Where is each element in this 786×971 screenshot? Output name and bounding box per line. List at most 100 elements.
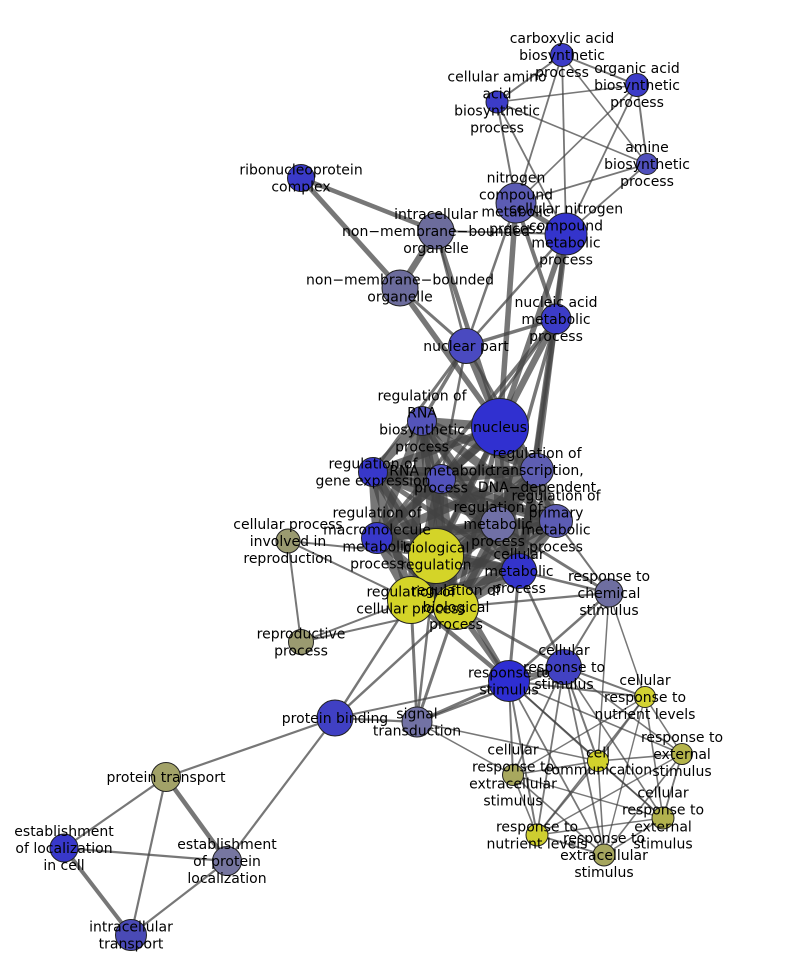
edge-protein-binding--regulation-of-biological-process[interactable]: [334, 606, 457, 719]
edge-signal-transduction--cellular-response-to-stimulus[interactable]: [416, 665, 565, 724]
edge-nitrogen-compound-metabolic-process--nucleus[interactable]: [497, 202, 519, 428]
node-response-to-stimulus[interactable]: [488, 660, 530, 702]
edge-cellular-response-to-stimulus--response-to-extracellular-stimulus[interactable]: [563, 666, 605, 856]
edge-cellular-metabolic-process--regulation-of-gene-expression[interactable]: [371, 470, 521, 573]
edge-cell-communication--response-to-extracellular-stimulus[interactable]: [597, 760, 605, 856]
node-ribonucleoprotein-complex[interactable]: [287, 164, 315, 192]
edge-ribonucleoprotein-complex--intracellular-non-membrane-bounded-organelle[interactable]: [300, 175, 437, 234]
edge-cell-communication--cellular-response-to-external-stimulus[interactable]: [597, 760, 664, 819]
edge-organic-acid-biosynthetic-process--nitrogen-compound-metabolic-process[interactable]: [515, 84, 638, 204]
node-cellular-amino-acid-biosynthetic-process[interactable]: [485, 90, 509, 114]
node-cellular-metabolic-process[interactable]: [501, 553, 537, 589]
edge-cellular-response-to-nutrient-levels--response-to-extracellular-stimulus[interactable]: [603, 696, 646, 856]
node-cellular-response-to-stimulus[interactable]: [546, 649, 582, 685]
node-nucleic-acid-metabolic-process[interactable]: [540, 303, 572, 335]
edge-cellular-response-to-nutrient-levels--cellular-response-to-external-stimulus[interactable]: [644, 696, 664, 819]
edge-response-to-chemical-stimulus--response-to-stimulus[interactable]: [508, 592, 610, 682]
node-cellular-process-involved-in-reproduction[interactable]: [275, 528, 301, 554]
edge-response-to-chemical-stimulus--regulation-of-metabolic-process[interactable]: [497, 522, 610, 595]
node-amine-biosynthetic-process[interactable]: [636, 153, 658, 175]
node-response-to-extracellular-stimulus[interactable]: [592, 843, 616, 867]
edge-establishment-of-localization-in-cell--intracellular-transport[interactable]: [62, 846, 133, 937]
node-intracellular-transport[interactable]: [115, 919, 147, 951]
edge-carboxylic-acid-biosynthetic-process--organic-acid-biosynthetic-process[interactable]: [561, 54, 638, 86]
edge-cellular-response-to-extracellular-stimulus--cellular-response-to-external-stimulus[interactable]: [512, 774, 664, 819]
edge-organic-acid-biosynthetic-process--cellular-amino-acid-biosynthetic-process[interactable]: [496, 84, 638, 103]
node-organic-acid-biosynthetic-process[interactable]: [625, 73, 649, 97]
edge-establishment-of-protein-localization--intracellular-transport[interactable]: [130, 860, 228, 936]
edge-amine-biosynthetic-process--nitrogen-compound-metabolic-process[interactable]: [515, 163, 648, 204]
edge-cellular-response-to-external-stimulus--response-to-nutrient-levels[interactable]: [536, 817, 664, 836]
edge-nucleic-acid-metabolic-process--regulation-of-transcription-dna-dependent[interactable]: [534, 318, 559, 471]
edge-cellular-nitrogen-compound-metabolic-process--nucleus[interactable]: [497, 233, 569, 428]
node-regulation-of-rna-biosynthetic-process[interactable]: [407, 406, 437, 436]
edge-response-to-chemical-stimulus--cell-communication[interactable]: [597, 592, 610, 762]
node-regulation-of-transcription-dna-dependent[interactable]: [520, 453, 554, 487]
edge-cellular-response-to-stimulus--response-to-nutrient-levels[interactable]: [536, 666, 565, 836]
node-regulation-of-macromolecule-metabolic-process[interactable]: [361, 522, 393, 554]
node-nitrogen-compound-metabolic-process[interactable]: [495, 182, 537, 224]
edge-cellular-amino-acid-biosynthetic-process--amine-biosynthetic-process[interactable]: [496, 101, 648, 165]
edge-carboxylic-acid-biosynthetic-process--nitrogen-compound-metabolic-process[interactable]: [515, 54, 563, 204]
edge-cellular-response-to-stimulus--cellular-response-to-external-stimulus[interactable]: [563, 666, 664, 819]
edge-cellular-response-to-external-stimulus--response-to-extracellular-stimulus[interactable]: [603, 817, 664, 856]
edge-ribonucleoprotein-complex--non-membrane-bounded-organelle[interactable]: [299, 176, 402, 290]
edge-response-to-external-stimulus--cell-communication[interactable]: [597, 753, 683, 762]
edge-cellular-response-to-nutrient-levels--cellular-response-to-extracellular-stimulus[interactable]: [512, 696, 646, 776]
edge-cellular-response-to-nutrient-levels--response-to-external-stimulus[interactable]: [644, 696, 683, 755]
edge-nitrogen-compound-metabolic-process--nuclear-part[interactable]: [464, 202, 518, 347]
node-regulation-of-biological-process[interactable]: [433, 584, 479, 630]
edge-response-to-chemical-stimulus--cellular-response-to-nutrient-levels[interactable]: [608, 592, 646, 698]
edge-organic-acid-biosynthetic-process--amine-biosynthetic-process[interactable]: [636, 84, 648, 165]
edge-nucleic-acid-metabolic-process--regulation-of-macromolecule-metabolic-process[interactable]: [375, 317, 558, 540]
edge-carboxylic-acid-biosynthetic-process--cellular-nitrogen-compound-metabolic-process[interactable]: [561, 54, 567, 235]
node-regulation-of-primary-metabolic-process[interactable]: [539, 504, 573, 538]
node-signal-transduction[interactable]: [401, 706, 433, 738]
node-establishment-of-localization-in-cell[interactable]: [49, 833, 79, 863]
node-intracellular-non-membrane-bounded-organelle[interactable]: [417, 212, 455, 250]
edge-nucleus--regulation-of-biological-process[interactable]: [453, 426, 503, 608]
edge-protein-transport--intracellular-transport[interactable]: [129, 776, 168, 936]
edge-cellular-process-involved-in-reproduction--reproductive-process[interactable]: [287, 540, 302, 643]
edge-organic-acid-biosynthetic-process--cellular-nitrogen-compound-metabolic-process[interactable]: [565, 84, 638, 235]
edge-protein-transport--establishment-of-localization-in-cell[interactable]: [63, 776, 167, 849]
node-regulation-of-gene-expression[interactable]: [358, 457, 388, 487]
node-cell-communication[interactable]: [587, 750, 609, 772]
node-carboxylic-acid-biosynthetic-process[interactable]: [550, 43, 574, 67]
edge-protein-binding--establishment-of-protein-localization[interactable]: [226, 717, 336, 862]
edge-response-to-stimulus--cellular-response-to-nutrient-levels[interactable]: [508, 680, 646, 698]
edge-carboxylic-acid-biosynthetic-process--cellular-amino-acid-biosynthetic-process[interactable]: [496, 54, 563, 103]
node-response-to-nutrient-levels[interactable]: [525, 823, 549, 847]
node-regulation-of-metabolic-process[interactable]: [480, 506, 516, 542]
node-cellular-response-to-extracellular-stimulus[interactable]: [502, 764, 524, 786]
node-response-to-external-stimulus[interactable]: [671, 743, 693, 765]
edge-response-to-chemical-stimulus--regulation-of-biological-process[interactable]: [455, 591, 610, 609]
edge-cell-communication--response-to-nutrient-levels[interactable]: [536, 760, 599, 836]
edge-cellular-response-to-stimulus--cellular-response-to-extracellular-stimulus[interactable]: [512, 666, 565, 776]
node-non-membrane-bounded-organelle[interactable]: [381, 269, 419, 307]
edge-carboxylic-acid-biosynthetic-process--amine-biosynthetic-process[interactable]: [561, 54, 648, 165]
node-nuclear-part[interactable]: [448, 328, 484, 364]
node-reproductive-process[interactable]: [288, 629, 314, 655]
node-protein-transport[interactable]: [151, 762, 181, 792]
edge-cellular-response-to-extracellular-stimulus--response-to-extracellular-stimulus[interactable]: [512, 774, 605, 856]
edge-establishment-of-localization-in-cell--establishment-of-protein-localization[interactable]: [63, 846, 228, 863]
edge-response-to-nutrient-levels--response-to-extracellular-stimulus[interactable]: [536, 834, 605, 856]
edge-response-to-stimulus--response-to-nutrient-levels[interactable]: [508, 680, 538, 836]
edge-response-to-external-stimulus--response-to-extracellular-stimulus[interactable]: [603, 753, 683, 856]
edge-signal-transduction--cell-communication[interactable]: [416, 721, 599, 762]
node-biological-regulation[interactable]: [408, 528, 464, 584]
node-rna-metabolic-process[interactable]: [426, 464, 456, 494]
node-establishment-of-protein-localization[interactable]: [212, 846, 242, 876]
edge-protein-transport--establishment-of-protein-localization[interactable]: [164, 775, 229, 863]
edge-response-to-external-stimulus--response-to-nutrient-levels[interactable]: [536, 753, 683, 836]
edge-cellular-metabolic-process--regulation-of-rna-biosynthetic-process[interactable]: [419, 419, 522, 573]
node-cellular-nitrogen-compound-metabolic-process[interactable]: [544, 212, 588, 256]
edge-protein-binding--response-to-stimulus[interactable]: [334, 680, 510, 719]
edge-cellular-nitrogen-compound-metabolic-process--nuclear-part[interactable]: [465, 233, 567, 347]
edge-intracellular-non-membrane-bounded-organelle--cellular-nitrogen-compound-metabolic-process[interactable]: [435, 230, 567, 235]
node-cellular-response-to-nutrient-levels[interactable]: [634, 686, 656, 708]
node-cellular-response-to-external-stimulus[interactable]: [651, 806, 675, 830]
edge-protein-binding--protein-transport[interactable]: [165, 716, 336, 779]
node-nucleus[interactable]: [471, 398, 529, 456]
